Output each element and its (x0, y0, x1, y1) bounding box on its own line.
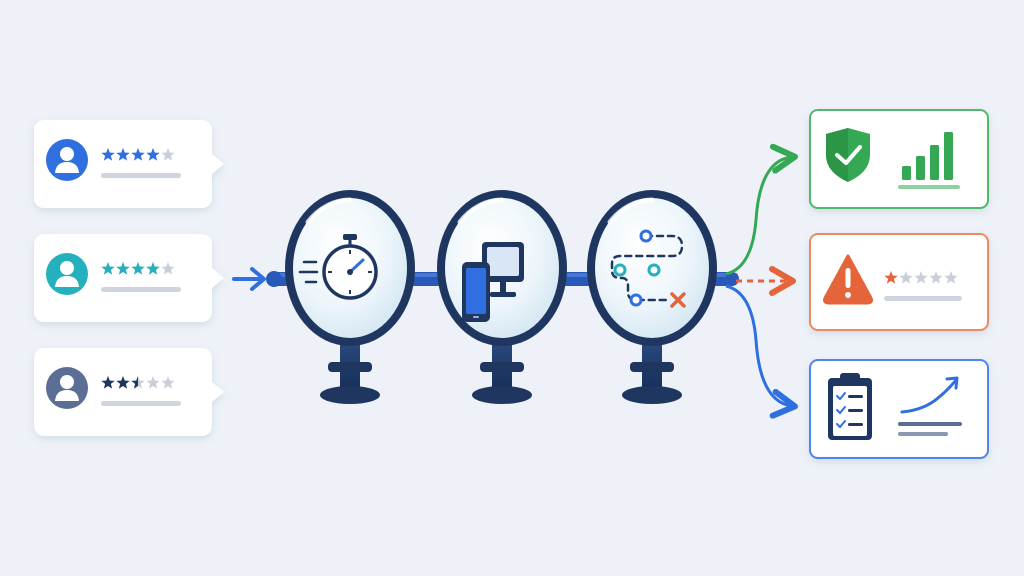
skeleton-line (884, 296, 962, 301)
trend-up-icon (900, 376, 959, 414)
review-card (34, 120, 224, 208)
review-card (34, 348, 224, 436)
star-empty (161, 376, 175, 389)
skeleton-line (101, 287, 181, 292)
warning-rating-stars (884, 271, 958, 284)
input-arrow (232, 267, 266, 291)
report-line (898, 422, 962, 426)
star-filled (146, 262, 160, 275)
outcome-warning-panel (809, 233, 989, 331)
star-filled (116, 262, 130, 275)
review-cards (34, 120, 224, 436)
user-avatar-icon (46, 253, 88, 295)
review-card (34, 234, 224, 322)
star-filled (131, 376, 138, 389)
user-journey-icon (610, 229, 686, 308)
rating-stars (101, 376, 175, 389)
skeleton-line (101, 173, 181, 178)
report-line (898, 432, 948, 436)
rating-stars (101, 148, 175, 161)
star-filled (116, 148, 130, 161)
star-filled (116, 376, 130, 389)
lens-user-journey (587, 190, 717, 404)
star-filled (131, 262, 145, 275)
rating-stars (101, 262, 175, 275)
star-filled (101, 148, 115, 161)
lens-stopwatch (285, 190, 415, 404)
star-empty (161, 148, 175, 161)
bar-chart-icon (898, 132, 960, 189)
skeleton-line (101, 401, 181, 406)
clipboard-checklist-icon (828, 373, 872, 440)
star-empty (914, 271, 928, 284)
star-empty (899, 271, 913, 284)
lens-devices (437, 190, 567, 404)
star-empty (161, 262, 175, 275)
star-filled (884, 271, 898, 284)
star-empty (146, 376, 160, 389)
outcome-arrows (725, 143, 798, 419)
shield-check-icon (826, 128, 870, 182)
outcome-positive-panel (809, 109, 989, 209)
star-filled (131, 148, 145, 161)
stopwatch-icon (298, 234, 378, 300)
warning-triangle-icon (823, 254, 873, 305)
user-avatar-icon (46, 139, 88, 181)
devices-icon (462, 242, 524, 322)
star-empty (944, 271, 958, 284)
star-filled (146, 148, 160, 161)
user-avatar-icon (46, 367, 88, 409)
outcome-report-panel (809, 359, 989, 459)
star-filled (101, 262, 115, 275)
star-filled (101, 376, 115, 389)
star-empty (929, 271, 943, 284)
